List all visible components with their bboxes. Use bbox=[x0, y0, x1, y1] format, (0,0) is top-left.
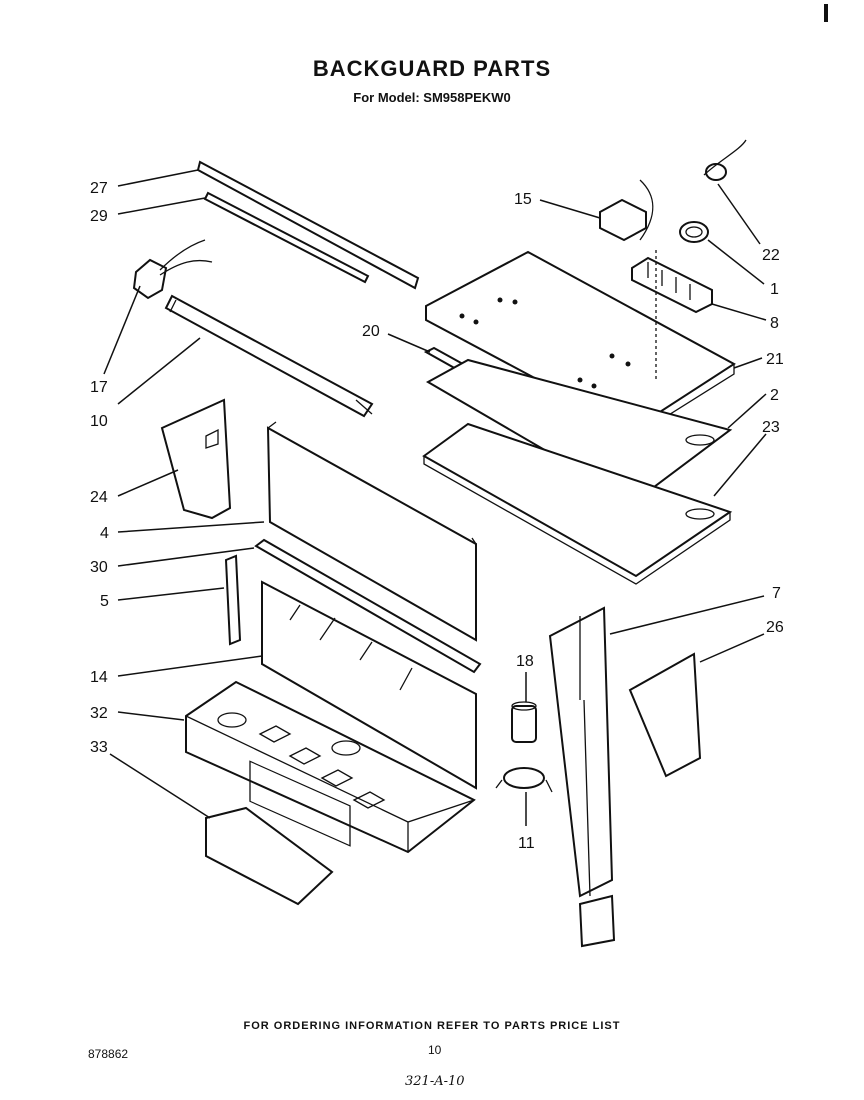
leader-lines bbox=[103, 169, 767, 826]
callout-8: 8 bbox=[770, 315, 779, 332]
callout-14: 14 bbox=[90, 669, 108, 686]
holder-1 bbox=[679, 221, 709, 243]
callout-30: 30 bbox=[90, 559, 108, 576]
clamp-11 bbox=[495, 767, 553, 793]
cover-33 bbox=[205, 806, 334, 906]
callout-15: 15 bbox=[514, 191, 532, 208]
ordering-note: FOR ORDERING INFORMATION REFER TO PARTS … bbox=[243, 1020, 621, 1032]
model-subtitle: For Model: SM958PEKW0 bbox=[353, 90, 511, 105]
callout-20: 20 bbox=[362, 323, 380, 340]
callout-5: 5 bbox=[100, 593, 109, 610]
rail-27 bbox=[196, 160, 420, 290]
tube-10 bbox=[164, 294, 374, 418]
housing-32 bbox=[185, 680, 476, 854]
callout-4: 4 bbox=[100, 525, 109, 542]
handwritten-note: 321-A-10 bbox=[405, 1074, 465, 1089]
callout-33: 33 bbox=[90, 739, 108, 756]
capacitor-18 bbox=[511, 701, 537, 743]
page-title: BACKGUARD PARTS bbox=[312, 56, 552, 81]
callout-10: 10 bbox=[90, 413, 108, 430]
page-number: 10 bbox=[428, 1043, 442, 1057]
tray-23 bbox=[422, 422, 733, 585]
callout-22: 22 bbox=[762, 247, 780, 264]
terminal-block-8 bbox=[631, 256, 713, 314]
callout-21: 21 bbox=[766, 351, 784, 368]
callout-32: 32 bbox=[90, 705, 108, 722]
callout-11: 11 bbox=[518, 835, 535, 852]
bracket-24 bbox=[160, 398, 232, 520]
callout-1: 1 bbox=[770, 281, 779, 298]
callout-2: 2 bbox=[770, 387, 779, 404]
callout-7: 7 bbox=[772, 585, 781, 602]
document-number: 878862 bbox=[88, 1047, 129, 1061]
callout-26: 26 bbox=[766, 619, 784, 636]
rail-29 bbox=[203, 191, 370, 284]
block-15 bbox=[599, 179, 654, 242]
socket-17 bbox=[132, 239, 213, 300]
callout-18: 18 bbox=[516, 653, 534, 670]
side-rail-7 bbox=[548, 606, 616, 948]
callout-27: 27 bbox=[90, 180, 108, 197]
callout-17: 17 bbox=[90, 379, 108, 396]
channel-5 bbox=[224, 554, 242, 646]
callout-23: 23 bbox=[762, 419, 780, 436]
callout-labels: 27 29 17 10 15 22 1 8 20 21 2 23 24 4 30… bbox=[90, 180, 784, 852]
bracket-26 bbox=[628, 652, 702, 778]
callout-24: 24 bbox=[90, 489, 108, 506]
ring-22 bbox=[703, 139, 747, 181]
strip-30 bbox=[254, 538, 482, 674]
back-panel-4 bbox=[266, 421, 477, 642]
glass-14 bbox=[261, 580, 477, 790]
callout-29: 29 bbox=[90, 208, 108, 225]
